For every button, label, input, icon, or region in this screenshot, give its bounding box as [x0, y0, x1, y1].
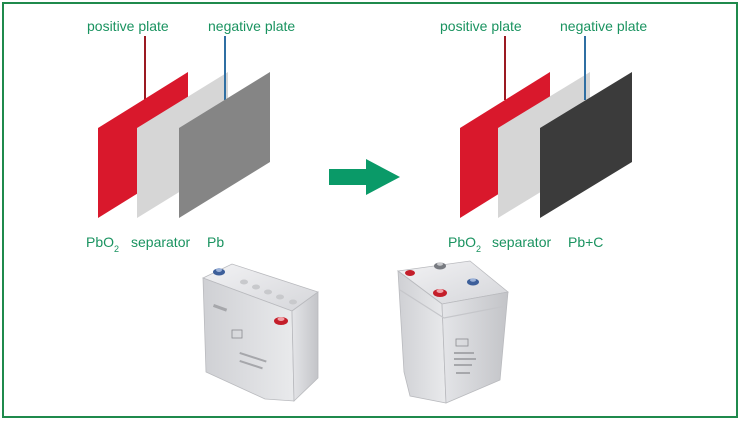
- right-positive-plate-label: positive plate: [440, 18, 522, 34]
- left-negative-plate: [179, 72, 270, 218]
- diagram-frame: [2, 2, 738, 418]
- right-negative-material-label: Pb+C: [568, 234, 603, 250]
- right-negative-plate-label: negative plate: [560, 18, 647, 34]
- right-negative-plate: [540, 72, 632, 218]
- battery-12v-image: [201, 263, 319, 402]
- right-positive-material-label: PbO2: [448, 234, 481, 254]
- right-plate-stack: [460, 36, 632, 218]
- left-positive-material-label: PbO2: [86, 234, 119, 254]
- left-separator-label: separator: [131, 234, 190, 250]
- left-negative-plate-label: negative plate: [208, 18, 295, 34]
- left-positive-plate-label: positive plate: [87, 18, 169, 34]
- battery-2v-image: [396, 260, 509, 404]
- right-arrow-icon: [329, 159, 400, 195]
- left-plate-stack: [98, 36, 270, 218]
- right-separator-label: separator: [492, 234, 551, 250]
- left-negative-material-label: Pb: [207, 234, 224, 250]
